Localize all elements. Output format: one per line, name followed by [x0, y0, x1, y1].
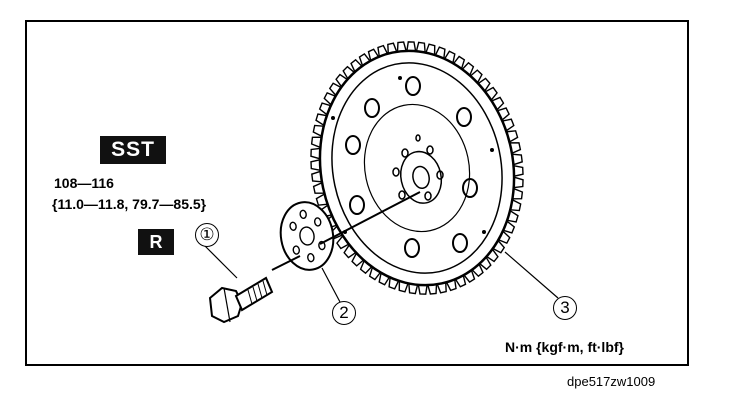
callout-2-number: 2: [339, 303, 349, 322]
callout-1: ①: [195, 223, 219, 247]
torque-units-label: N·m {kgf·m, ft·lbf}: [505, 339, 624, 355]
callout-1-number: ①: [199, 225, 215, 244]
assembly-line: [271, 191, 421, 271]
callout-3: 3: [553, 296, 577, 320]
flywheel-ring-gear-icon: [310, 41, 524, 295]
torque-value-nm: 108—116: [54, 175, 114, 191]
sst-badge: SST: [100, 136, 166, 164]
bolt-icon: [204, 245, 274, 324]
replace-badge: R: [138, 229, 174, 255]
callout-3-number: 3: [560, 298, 570, 317]
leader-line-3: [504, 251, 559, 299]
diagram-frame: [25, 20, 689, 366]
torque-value-alt-units: {11.0—11.8, 79.7—85.5}: [52, 196, 207, 212]
backing-plate-icon: [279, 201, 335, 271]
figure-code: dpe517zw1009: [567, 374, 656, 389]
leader-line-2: [321, 267, 341, 303]
callout-2: 2: [332, 301, 356, 325]
